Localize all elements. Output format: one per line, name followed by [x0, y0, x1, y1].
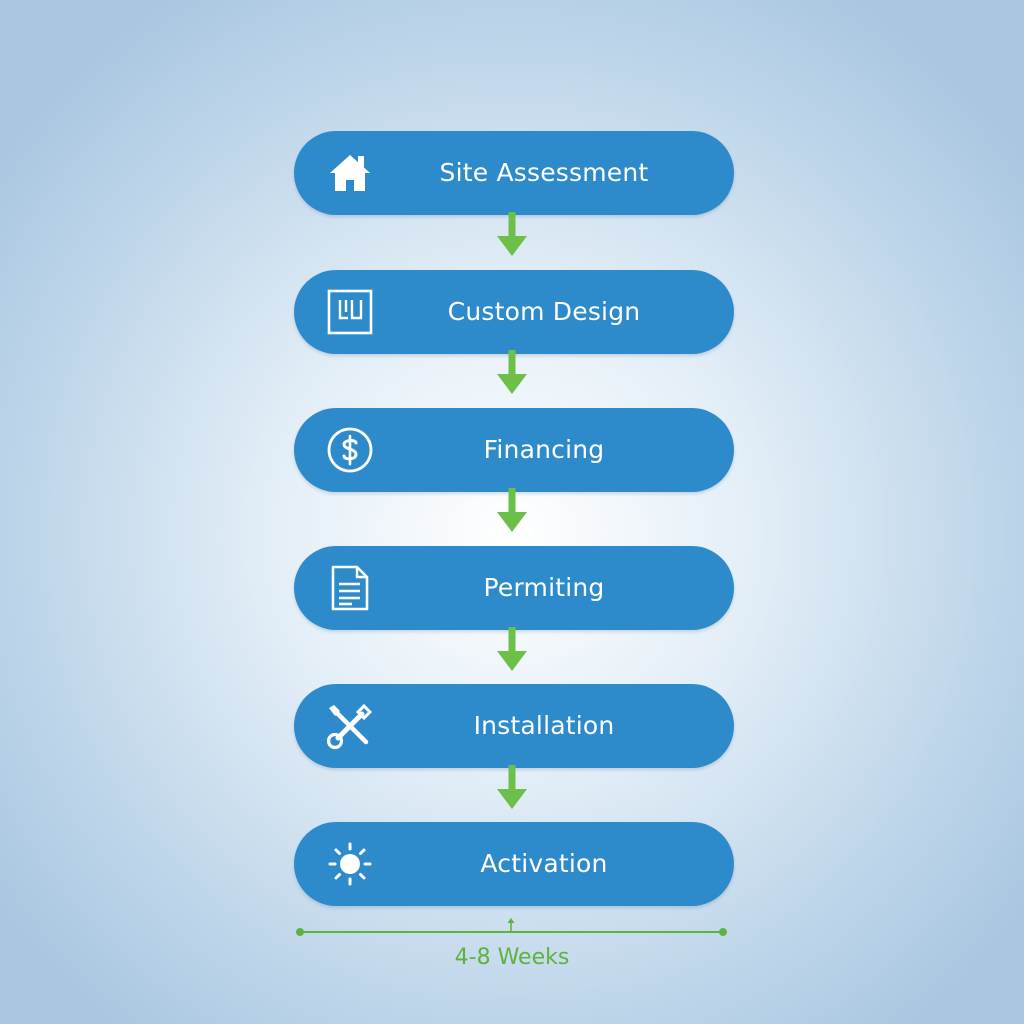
timeline-label: 4-8 Weeks [454, 945, 570, 970]
blueprint-icon [326, 288, 374, 336]
arrow-down-icon [494, 350, 530, 396]
wrench-screwdriver-icon [326, 702, 374, 750]
timeline-bar [292, 912, 732, 948]
sun-icon [326, 840, 374, 888]
step-label: Installation [473, 711, 615, 740]
arrow-down-icon [494, 212, 530, 258]
step-label: Activation [480, 849, 608, 878]
step-site-assessment: Site Assessment [294, 131, 734, 215]
step-financing: Financing [294, 408, 734, 492]
document-icon [326, 564, 374, 612]
step-label: Site Assessment [439, 158, 649, 187]
arrow-down-icon [494, 765, 530, 811]
arrow-down-icon [494, 488, 530, 534]
step-label: Custom Design [447, 297, 641, 326]
step-label: Permiting [483, 573, 605, 602]
step-permiting: Permiting [294, 546, 734, 630]
step-activation: Activation [294, 822, 734, 906]
step-installation: Installation [294, 684, 734, 768]
step-custom-design: Custom Design [294, 270, 734, 354]
house-icon [326, 149, 374, 197]
dollar-circle-icon [326, 426, 374, 474]
arrow-down-icon [494, 627, 530, 673]
step-label: Financing [483, 435, 605, 464]
